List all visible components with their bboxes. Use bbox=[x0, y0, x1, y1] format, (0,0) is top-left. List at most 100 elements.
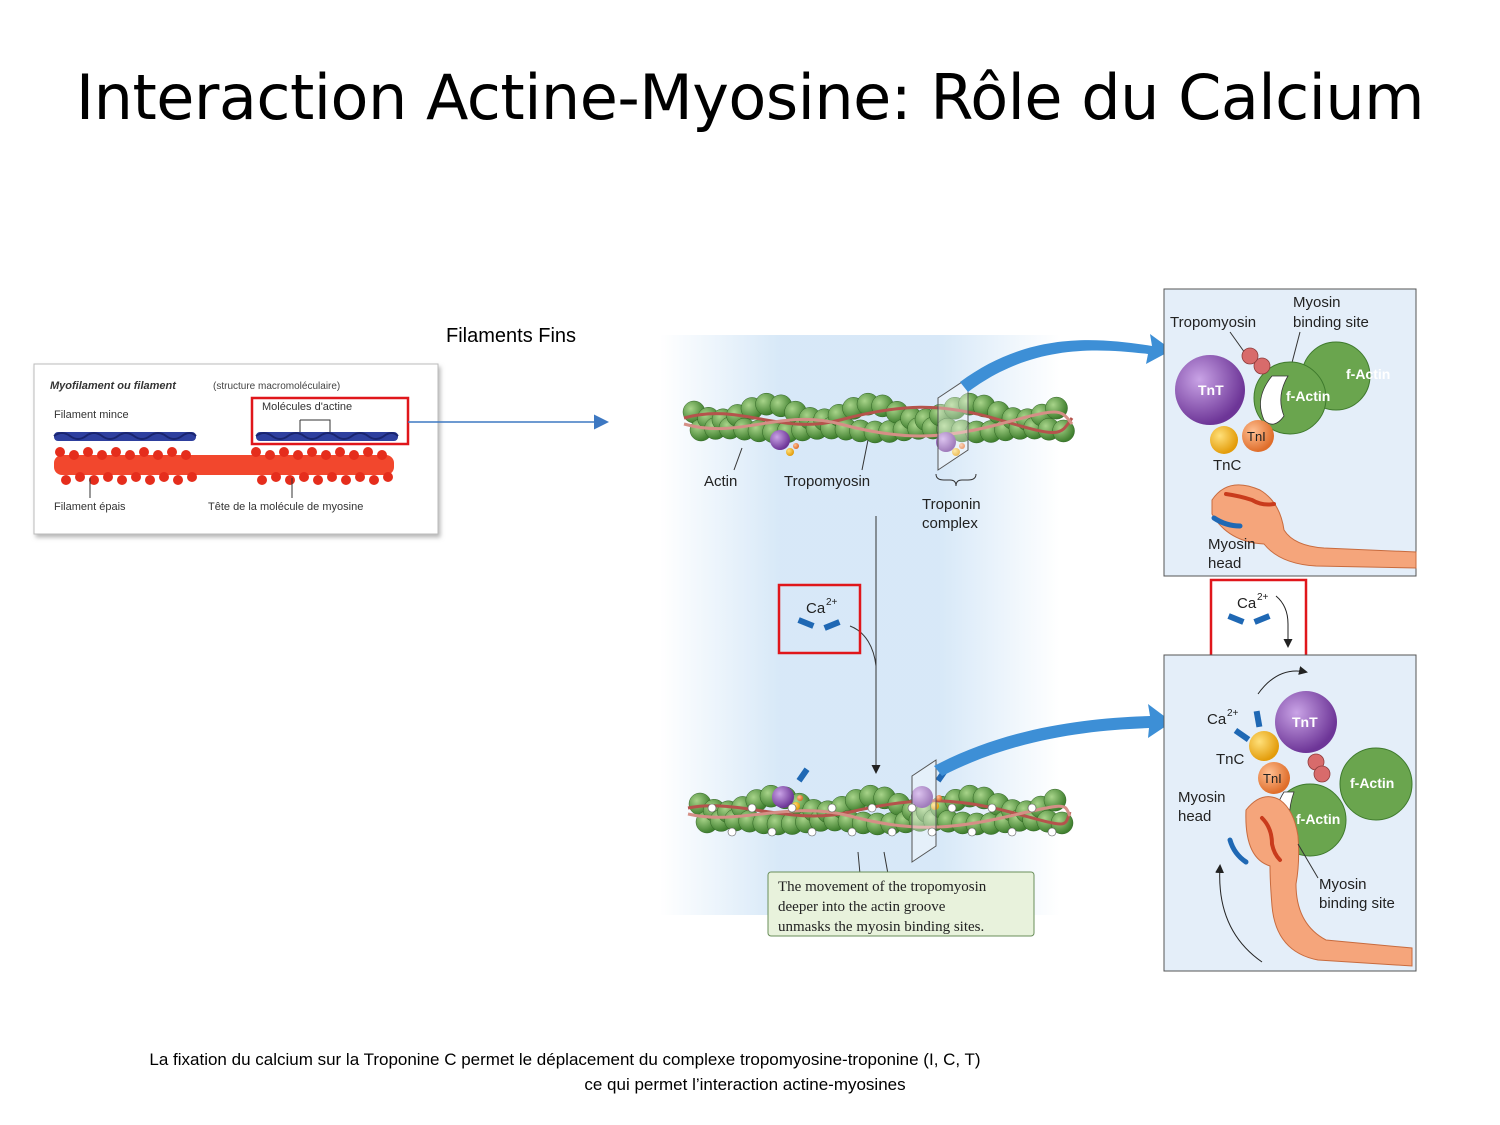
myosin-head-bead bbox=[61, 475, 71, 485]
thin-filament-activated bbox=[687, 759, 1074, 863]
calcium-label-middle: Ca bbox=[806, 600, 826, 617]
caption-line-1: La fixation du calcium sur la Troponine … bbox=[149, 1050, 981, 1069]
myosin-head-bead bbox=[355, 472, 365, 482]
myosin-head-bead bbox=[271, 472, 281, 482]
myosin-head-label: Tête de la molécule de myosine bbox=[208, 501, 363, 513]
inset-bottom-factin-a: f-Actin bbox=[1350, 775, 1394, 791]
binding-site-dot bbox=[967, 827, 977, 837]
binding-site-dot bbox=[827, 803, 837, 813]
inset-bottom-factin-b: f-Actin bbox=[1296, 811, 1340, 827]
inset-bottom-myosin-line2: head bbox=[1178, 808, 1211, 825]
myosin-head-bead bbox=[167, 447, 177, 457]
note-line-1: The movement of the tropomyosin bbox=[778, 879, 987, 895]
inset-bottom-myosin-line1: Myosin bbox=[1178, 789, 1226, 806]
binding-site-dot bbox=[1027, 803, 1037, 813]
binding-site-dot bbox=[947, 803, 957, 813]
inset-top-factin-b: f-Actin bbox=[1286, 388, 1330, 404]
inset-top-binding-line2: binding site bbox=[1293, 314, 1369, 331]
myosin-head-bead bbox=[279, 447, 289, 457]
inset-top-myosin-line1: Myosin bbox=[1208, 536, 1256, 553]
inset-bottom-tnt: TnT bbox=[1292, 714, 1318, 730]
myosin-head-bead bbox=[251, 447, 261, 457]
inset-activated: Ca 2+ f-Actin f-Actin TnT TnC TnI Myosin… bbox=[1163, 654, 1417, 972]
myosin-head-bead bbox=[153, 450, 163, 460]
myosin-head-bead bbox=[139, 447, 149, 457]
actin-label: Actin bbox=[704, 473, 737, 490]
actin-bead bbox=[1052, 419, 1075, 443]
myofilament-heading: Myofilament ou filament bbox=[50, 380, 177, 392]
binding-site-dot bbox=[867, 803, 877, 813]
binding-site-dot bbox=[927, 827, 937, 837]
thin-filament-right bbox=[255, 432, 399, 441]
thick-filament bbox=[54, 447, 394, 485]
myosin-head-bead bbox=[55, 447, 65, 457]
binding-site-dot bbox=[807, 827, 817, 837]
myosin-head-bead bbox=[285, 475, 295, 485]
binding-site-dot bbox=[847, 827, 857, 837]
thick-filament-label: Filament épais bbox=[54, 501, 126, 513]
myofilament-panel: Myofilament ou filament (structure macro… bbox=[33, 363, 439, 535]
myosin-head-bead bbox=[117, 475, 127, 485]
binding-site-dot bbox=[727, 827, 737, 837]
myosin-head-bead bbox=[187, 472, 197, 482]
inset-top-tni: TnI bbox=[1247, 429, 1266, 444]
myosin-head-bead bbox=[89, 475, 99, 485]
troponin-label-line1: Troponin bbox=[922, 496, 981, 513]
inset-bottom-binding-line1: Myosin bbox=[1319, 876, 1367, 893]
magnify-arrow-top bbox=[960, 334, 1172, 392]
binding-site-dot bbox=[987, 803, 997, 813]
myosin-head-bead bbox=[369, 475, 379, 485]
myosin-head-bead bbox=[83, 447, 93, 457]
myosin-head-bead bbox=[131, 472, 141, 482]
note-line-3: unmasks the myosin binding sites. bbox=[778, 919, 984, 935]
myosin-head-bead bbox=[69, 450, 79, 460]
myosin-head-bead bbox=[363, 447, 373, 457]
myosin-head-bead bbox=[103, 472, 113, 482]
binding-site-dot bbox=[887, 827, 897, 837]
binding-site-dot bbox=[787, 803, 797, 813]
thin-filament-label: Filament mince bbox=[54, 409, 129, 421]
inset-top-tnt: TnT bbox=[1198, 382, 1224, 398]
binding-site-dot bbox=[1047, 827, 1057, 837]
binding-site-dot bbox=[747, 803, 757, 813]
inset-top-binding-line1: Myosin bbox=[1293, 294, 1341, 311]
binding-site-dot bbox=[767, 827, 777, 837]
myosin-head-bead bbox=[159, 472, 169, 482]
calcium-box-middle: Ca 2+ bbox=[777, 583, 862, 655]
inset-resting: Tropomyosin Myosin binding site f-Actin … bbox=[1163, 288, 1417, 577]
myosin-head-bead bbox=[335, 447, 345, 457]
inset-bottom-tni: TnI bbox=[1263, 771, 1282, 786]
actin-highlight-box bbox=[250, 396, 410, 446]
myosin-head-bead bbox=[75, 472, 85, 482]
myosin-head-bead bbox=[383, 472, 393, 482]
inset-bottom-tnc: TnC bbox=[1216, 751, 1245, 768]
filaments-fins-label: Filaments Fins bbox=[446, 325, 577, 347]
myosin-head-bead bbox=[111, 447, 121, 457]
inset-top-factin-a: f-Actin bbox=[1346, 366, 1390, 382]
actin-molecules-label: Molécules d'actine bbox=[262, 401, 352, 413]
inset-bottom-charge: 2+ bbox=[1227, 708, 1239, 719]
myosin-head-bead bbox=[145, 475, 155, 485]
inset-top-myosin-line2: head bbox=[1208, 555, 1241, 572]
calcium-label-right: Ca bbox=[1237, 595, 1257, 612]
binding-site-dot bbox=[1007, 827, 1017, 837]
myosin-head-bead bbox=[313, 475, 323, 485]
myosin-head-bead bbox=[327, 472, 337, 482]
myosin-head-bead bbox=[265, 450, 275, 460]
note-box bbox=[767, 871, 1035, 937]
myosin-head-bead bbox=[97, 450, 107, 460]
troponin-label-line2: complex bbox=[922, 515, 978, 532]
myofilament-heading-suffix: (structure macromoléculaire) bbox=[213, 381, 340, 392]
binding-site-dot bbox=[707, 803, 717, 813]
myosin-head-bead bbox=[349, 450, 359, 460]
magnify-arrow-bottom bbox=[934, 704, 1172, 776]
caption-line-2: ce qui permet l’interaction actine-myosi… bbox=[584, 1075, 906, 1094]
myosin-head-bead bbox=[321, 450, 331, 460]
calcium-box-right: Ca 2+ bbox=[1209, 578, 1308, 659]
calcium-charge-right: 2+ bbox=[1257, 592, 1269, 603]
thin-filament-left bbox=[53, 432, 197, 441]
myosin-head-bead bbox=[173, 475, 183, 485]
myosin-head-bead bbox=[181, 450, 191, 460]
calcium-charge-middle: 2+ bbox=[826, 597, 838, 608]
